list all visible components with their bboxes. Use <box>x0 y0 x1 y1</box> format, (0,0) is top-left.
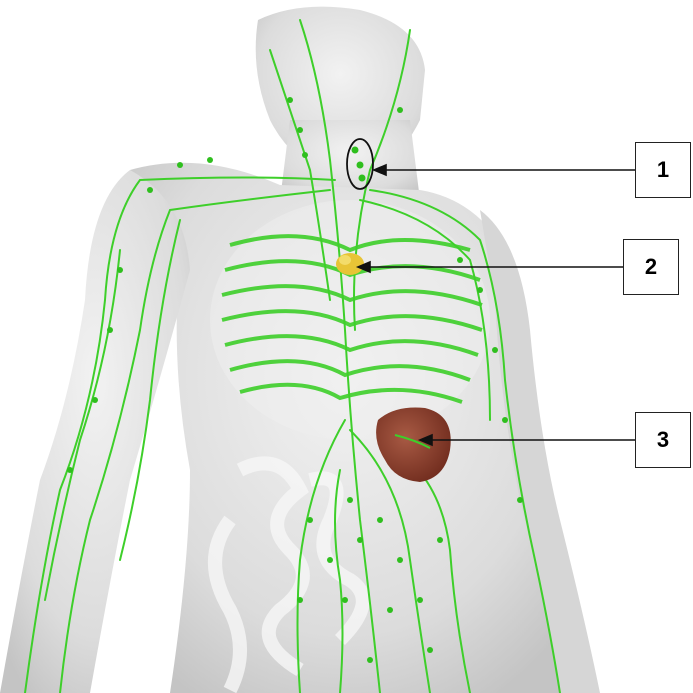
thymus <box>336 253 364 275</box>
body-silhouette <box>0 7 600 693</box>
label-box-1: 1 <box>635 142 691 198</box>
label-1-text: 1 <box>657 157 669 183</box>
label-3-text: 3 <box>657 427 669 453</box>
label-box-3: 3 <box>635 412 691 468</box>
label-2-text: 2 <box>645 254 657 280</box>
left-arm <box>0 170 190 693</box>
label-box-2: 2 <box>623 239 679 295</box>
